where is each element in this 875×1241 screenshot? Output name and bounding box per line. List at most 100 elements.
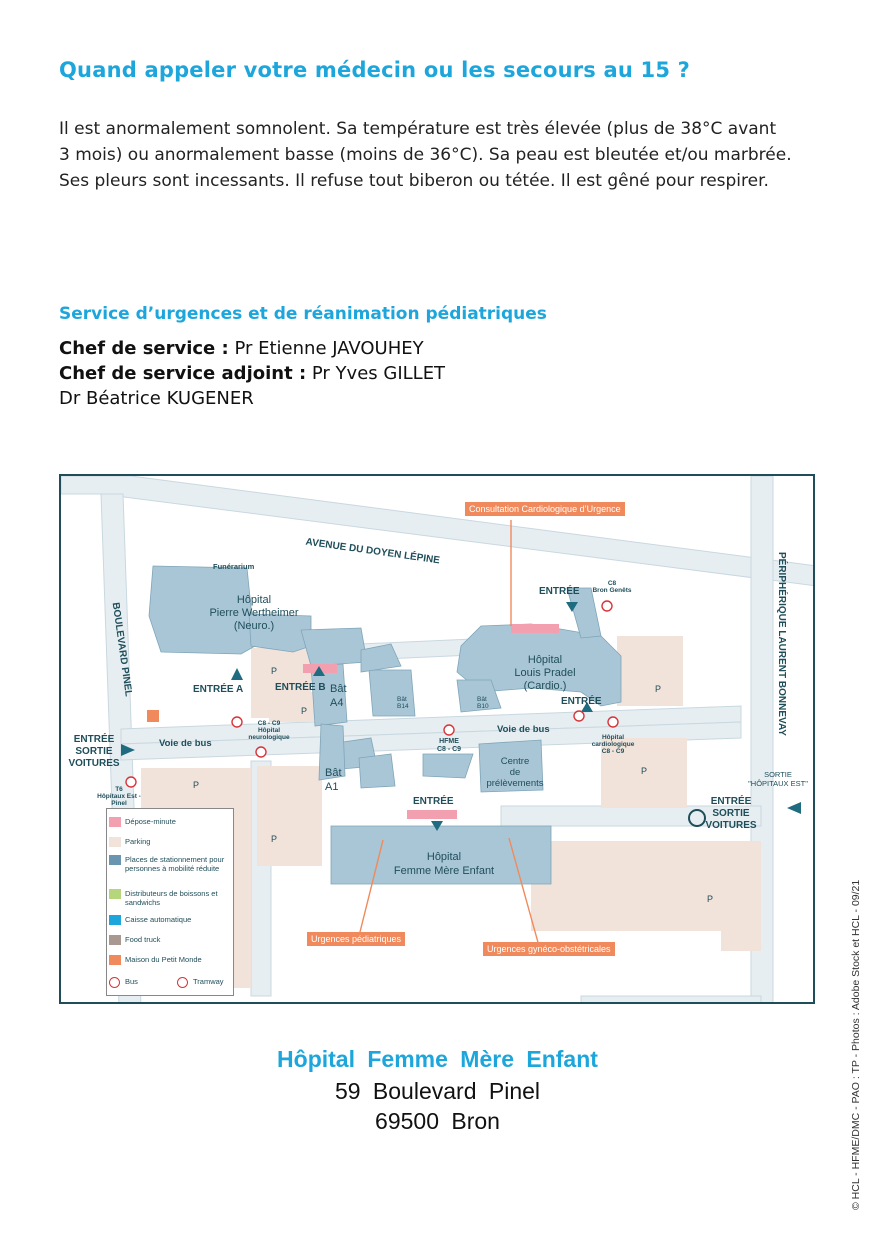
stop-line: C8 <box>607 580 617 587</box>
legend-item: Dépose-minute <box>109 817 176 827</box>
vending-icon <box>109 889 121 899</box>
entree-line: ENTRÉE <box>73 734 115 745</box>
payment-machine-icon <box>109 915 121 925</box>
stop-line: Hôpitaux Est - <box>97 793 141 800</box>
roads <box>61 476 813 1002</box>
drop-off-icon <box>109 817 121 827</box>
bus-lane-label: Voie de bus <box>497 724 550 735</box>
service-title: Service d’urgences et de réanimation péd… <box>59 304 547 324</box>
entrance-arrows <box>121 602 801 831</box>
stop-hfme: HFME C8 - C9 <box>429 738 469 754</box>
legend-label: Parking <box>125 837 151 846</box>
house-icon <box>147 710 159 722</box>
bat-b10-label: Bât B10 <box>477 696 489 710</box>
wertheimer-line: (Neuro.) <box>233 620 275 632</box>
legend-item: Distributeurs de boissons et sandwichs <box>109 889 225 907</box>
bat-a4-line: Bât <box>330 683 347 695</box>
house-icon <box>109 955 121 965</box>
bat-b10-line: B10 <box>477 703 489 710</box>
legend-item: Tramway <box>177 977 224 988</box>
legend-label: Bus <box>125 977 138 986</box>
stop-line: HFME <box>439 738 459 745</box>
entree-label: ENTRÉE <box>413 796 454 807</box>
doctor-line: Dr Béatrice KUGENER <box>59 388 254 409</box>
peripherique-label: PÉRIPHÉRIQUE LAURENT BONNEVAY <box>776 552 787 736</box>
stop-neuro: C8 - C9 Hôpital neurologique <box>245 720 293 741</box>
chef-label: Chef de service : <box>59 338 229 359</box>
hospital-city: 69500 Bron <box>375 1108 500 1134</box>
adjoint-name: Pr Yves GILLET <box>306 363 446 384</box>
parking-icon: P <box>193 780 200 790</box>
parking-icon: P <box>655 684 662 694</box>
stop-line: neurologique <box>248 734 290 741</box>
stop-line: Bron Genêts <box>592 587 632 594</box>
stop-line: C8 - C9 <box>601 748 625 755</box>
bat-a1-line: Bât <box>325 767 342 779</box>
callout-lines <box>358 520 540 947</box>
wertheimer-line: Hôpital <box>236 594 272 606</box>
stop-line: Pinel <box>111 800 127 807</box>
centre-line: de <box>509 767 521 778</box>
bat-a1-line: A1 <box>325 781 339 793</box>
hospital-map[interactable]: AVENUE DU DOYEN LÉPINE BOULEVARD PINEL P… <box>59 474 815 1004</box>
wertheimer-label: Hôpital Pierre Wertheimer (Neuro.) <box>199 594 309 633</box>
entree-sortie-voitures-left: ENTRÉE SORTIE VOITURES <box>65 734 123 770</box>
legend-label: Food truck <box>125 935 161 944</box>
pradel-line: Hôpital <box>527 654 563 666</box>
stop-t6: T6 Hôpitaux Est - Pinel <box>89 786 149 807</box>
bus-lane-label: Voie de bus <box>159 738 212 749</box>
stop-cardio: Hôpital cardiologique C8 - C9 <box>587 734 639 755</box>
legend-label: Caisse automatique <box>125 915 192 924</box>
parking-icon: P <box>271 834 278 844</box>
tag-urgences-pediatriques: Urgences pédiatriques <box>307 932 406 946</box>
entree-b-label: ENTRÉE B <box>275 682 326 693</box>
stop-line: cardiologique <box>591 741 635 748</box>
bat-b10-line: Bât <box>477 696 487 703</box>
parking-icon <box>109 837 121 847</box>
stop-line: Hôpital <box>257 727 281 734</box>
pradel-label: Hôpital Louis Pradel (Cardio.) <box>501 654 589 693</box>
bus-stops <box>125 600 619 788</box>
pradel-line: Louis Pradel <box>514 667 576 679</box>
stop-line: C8 - C9 <box>257 720 281 727</box>
funerarium-label: Funérarium <box>213 562 255 571</box>
bat-b14-label: Bât B14 <box>397 696 409 710</box>
parking-icon: P <box>641 766 648 776</box>
bat-b14-line: B14 <box>397 703 409 710</box>
bat-a4-line: A4 <box>330 697 344 709</box>
page-heading: Quand appeler votre médecin ou les secou… <box>59 58 691 82</box>
legend-item: Maison du Petit Monde <box>109 955 202 965</box>
bat-a4-label: Bât A4 <box>330 682 347 710</box>
hospital-street: 59 Boulevard Pinel <box>334 1078 541 1104</box>
stop-line: T6 <box>115 786 123 793</box>
paragraph-line: Ses pleurs sont incessants. Il refuse to… <box>59 171 769 191</box>
stop-c8-genets: C8 Bron Genêts <box>589 580 635 594</box>
bat-b14-line: Bât <box>397 696 407 703</box>
wertheimer-line: Pierre Wertheimer <box>209 607 299 619</box>
bat-a1-label: Bât A1 <box>325 766 342 794</box>
entree-label: ENTRÉE <box>539 586 580 597</box>
tag-cardio-urgence: Consultation Cardiologique d’Urgence <box>465 502 625 516</box>
buildings <box>148 565 622 885</box>
hfme-building-label: Hôpital Femme Mère Enfant <box>377 850 511 878</box>
entree-a-label: ENTRÉE A <box>193 684 244 695</box>
disabled-parking-icon <box>109 855 121 865</box>
adjoint-line: Chef de service adjoint : Pr Yves GILLET <box>59 361 445 386</box>
centre-prelevements-label: Centre de prélèvements <box>485 756 545 789</box>
paragraph-line: Il est anormalement somnolent. Sa tempér… <box>59 119 777 139</box>
parking-icon: P <box>707 894 714 904</box>
tram-icon <box>177 977 188 988</box>
service-staff: Chef de service : Pr Etienne JAVOUHEY Ch… <box>59 336 445 411</box>
entree-line: SORTIE <box>75 746 113 757</box>
pradel-line: (Cardio.) <box>523 680 567 692</box>
adjoint-label: Chef de service adjoint : <box>59 363 307 384</box>
paragraph-line: 3 mois) ou anormalement basse (moins de … <box>59 145 792 165</box>
bus-icon <box>109 977 120 988</box>
sortie-line: SORTIE <box>764 770 792 779</box>
sortie-line: "HÔPITAUX EST" <box>748 779 808 788</box>
roundabout <box>688 809 706 827</box>
entree-line: ENTRÉE <box>710 796 752 807</box>
legend-label: Dépose-minute <box>125 817 176 826</box>
map-legend: Dépose-minute Parking Places de stationn… <box>106 808 234 996</box>
stop-line: Hôpital <box>601 734 625 741</box>
